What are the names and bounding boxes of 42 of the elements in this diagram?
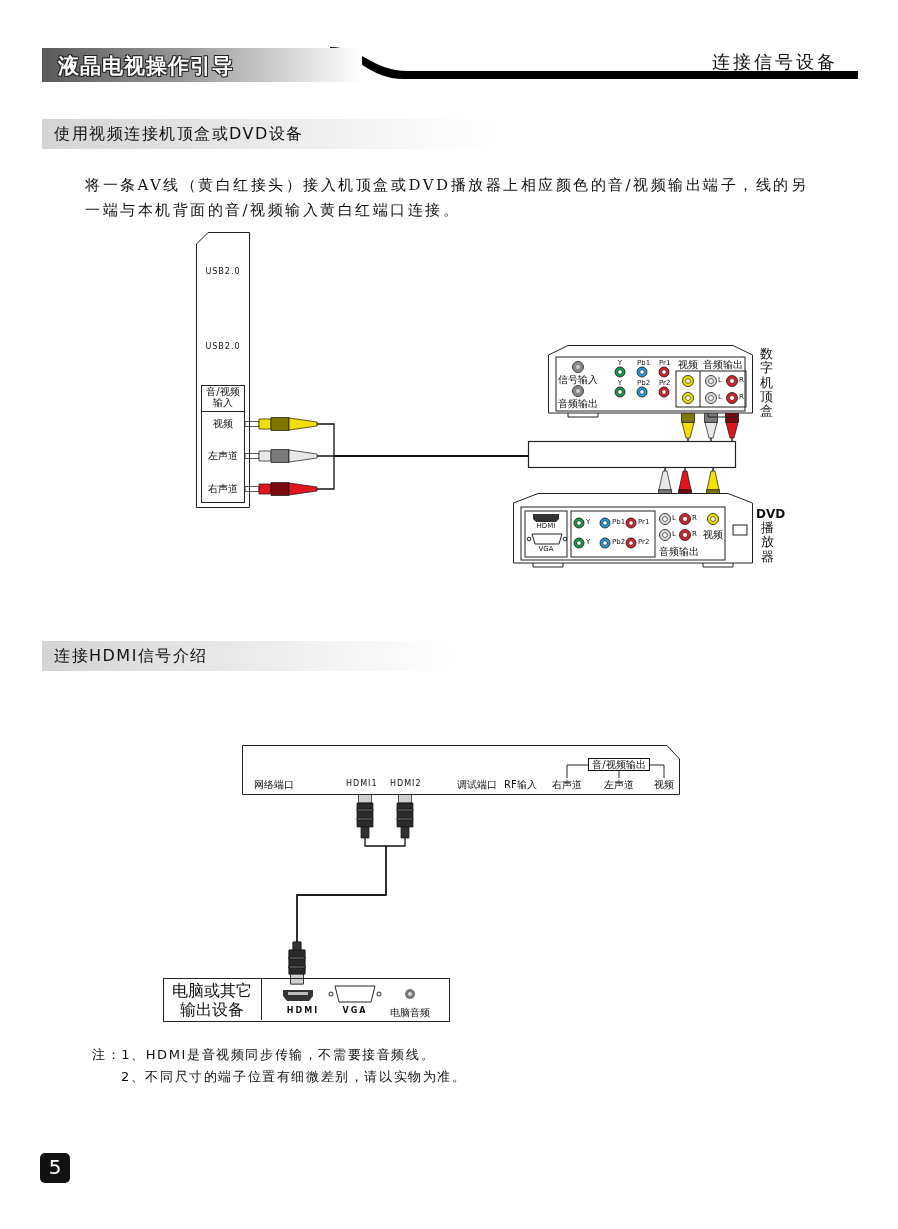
port-label: USB2.0	[204, 343, 242, 352]
port-label: 视频	[212, 418, 234, 429]
device-name: 电脑或其它输出设备	[171, 981, 253, 1020]
port-label: 网络端口	[254, 779, 294, 790]
instruction-text: 将一条AV线（黄白红接头）接入机顶盒或DVD播放器上相应颜色的音/视频输出端子，线的另一端与本机背面的音/视频输入黄白红端口连接。	[85, 175, 810, 221]
input-panel	[201, 385, 245, 503]
port-label: 左声道	[207, 450, 239, 461]
page-title: 液晶电视操作引导	[42, 48, 362, 82]
bracket-label: 音/视频输出	[588, 758, 650, 771]
header-subtitle: 连接信号设备	[712, 51, 838, 73]
cable	[244, 455, 529, 496]
device-label: DVD	[756, 507, 786, 521]
port-label: HDMI	[285, 1007, 321, 1016]
port-label: 右声道	[207, 483, 239, 494]
port-label: HDMI2	[390, 780, 418, 789]
cable-junction-box	[528, 441, 736, 468]
computer-device	[163, 978, 450, 1022]
tv-side-panel	[196, 232, 250, 508]
port-label: 信号输入	[558, 374, 598, 385]
port-label: VGA	[342, 1007, 368, 1016]
port-label: 右声道	[552, 779, 582, 790]
device-label: 数字机顶盒	[760, 347, 773, 419]
port-label: 视频	[703, 529, 723, 540]
port-label: 音频输出	[659, 546, 699, 557]
panel-heading: 音/视频输入	[205, 387, 241, 408]
port-label: 视频	[678, 359, 698, 370]
dvd-player	[513, 493, 753, 567]
page-number: 5	[40, 1153, 70, 1183]
note-text: 注：1、HDMI是音视频同步传输，不需要接音频线。	[92, 1047, 436, 1063]
port-label: 左声道	[604, 779, 634, 790]
set-top-box	[548, 345, 753, 417]
port-label: 视频	[654, 779, 674, 790]
note-text: 2、不同尺寸的端子位置有细微差别，请以实物为准。	[121, 1069, 467, 1085]
port-label: HDMI1	[346, 780, 374, 789]
port-label: 音频输出	[703, 359, 743, 370]
port-label: 电脑音频	[390, 1007, 430, 1018]
tv-back-panel	[242, 745, 680, 795]
port-label: 音频输出	[558, 398, 598, 409]
port-label: 调试端口	[457, 779, 497, 790]
port-label: USB2.0	[204, 268, 242, 277]
device-label: 播放器	[761, 521, 774, 564]
port-label: RF输入	[504, 779, 537, 790]
